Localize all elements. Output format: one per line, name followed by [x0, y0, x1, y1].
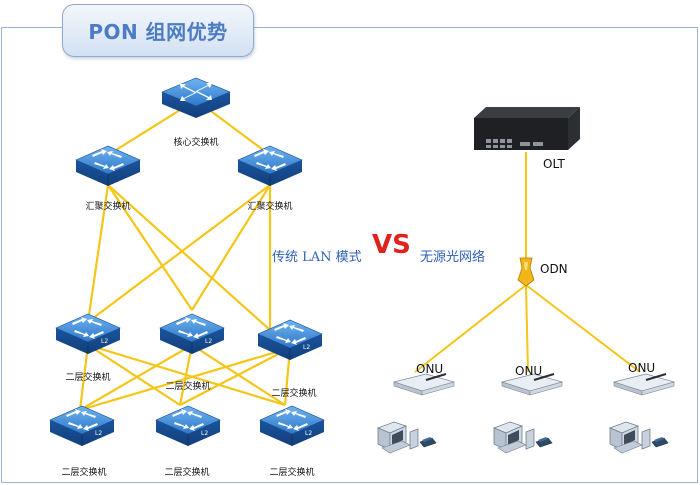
l2-badges: L2 L2 L2 L2 L2 L2: [95, 338, 312, 437]
vs-label: VS: [372, 230, 411, 260]
access-switch-r1-1-label: 二层交换机: [65, 373, 111, 383]
access-switch-r1-2: [159, 313, 225, 355]
svg-text:L2: L2: [101, 338, 108, 345]
svg-text:L2: L2: [95, 430, 102, 437]
access-switch-r2-2: [155, 405, 221, 447]
title-tab: PON 组网优势: [62, 4, 254, 57]
access-switch-r1-1: [55, 313, 121, 355]
core-switch-label: 核心交换机: [173, 138, 219, 148]
agg-switch-2: [237, 145, 303, 187]
agg-switch-1: [75, 145, 141, 187]
onu-device-1: [393, 373, 455, 396]
access-switch-r1-2-label: 二层交换机: [165, 382, 211, 392]
olt-device: [474, 107, 580, 150]
odn-label: ODN: [540, 262, 568, 276]
core-switch: [161, 77, 231, 118]
svg-text:L2: L2: [305, 430, 312, 437]
computer-phone-icon-2: [493, 421, 553, 454]
pon-links: [414, 152, 641, 373]
olt-label: OLT: [543, 157, 565, 171]
access-switch-r2-1: [49, 405, 115, 447]
access-switch-r2-2-label: 二层交换机: [164, 468, 210, 478]
onu-3-label: ONU: [628, 361, 656, 375]
svg-text:L2: L2: [201, 430, 208, 437]
access-switch-r2-3: [259, 405, 325, 447]
lan-links: [78, 99, 292, 412]
diagram-frame: [1, 27, 698, 483]
access-switch-r2-1-label: 二层交换机: [61, 468, 107, 478]
access-switch-r2-3-label: 二层交换机: [269, 468, 315, 478]
agg-switch-1-label: 汇聚交换机: [85, 202, 131, 212]
lan-mode-label: 传统 LAN 模式: [272, 250, 362, 265]
computer-phone-icon-1: [377, 421, 437, 454]
onu-device-3: [613, 373, 675, 396]
onu-1-label: ONU: [416, 362, 444, 376]
svg-text:L2: L2: [205, 338, 212, 345]
pon-mode-label: 无源光网络: [420, 250, 486, 265]
onu-2-label: ONU: [515, 364, 543, 378]
page-title: PON 组网优势: [88, 20, 228, 44]
odn-splitter-icon: [517, 257, 535, 287]
access-switch-r1-3-label: 二层交换机: [271, 389, 317, 399]
agg-switch-2-label: 汇聚交换机: [247, 202, 293, 212]
svg-text:L2: L2: [303, 344, 310, 351]
computer-phone-icon-3: [609, 421, 669, 454]
